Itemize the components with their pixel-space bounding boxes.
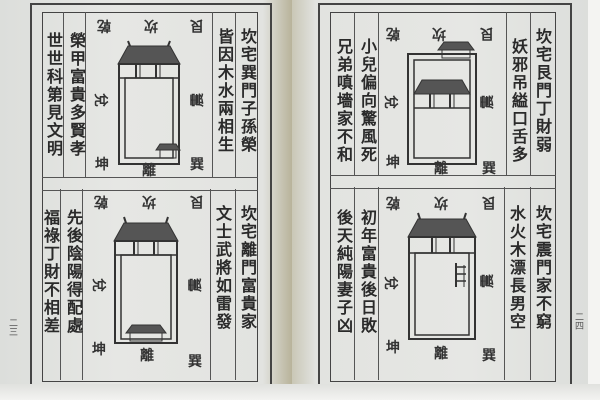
page-number: 二三 (7, 318, 17, 336)
page-number: 二四 (573, 312, 583, 330)
house-diagram-icon (407, 212, 477, 340)
direction-zhen: 震 (480, 95, 496, 109)
direction-xun: 巽 (190, 157, 204, 173)
verse-column: 妖邪吊縊口舌多 (509, 38, 528, 164)
direction-dui: 兌 (382, 276, 398, 290)
left-top-diagram: 坎宅巽門子孫榮 皆因木水兩相生 榮甲富貴多賢孝 世世科第見文明 乾 坎 艮 兌 … (42, 12, 258, 179)
verse-column: 文士武將如雷發 (213, 205, 232, 331)
title-column: 坎宅巽門子孫榮 (238, 28, 257, 154)
direction-kun: 坤 (386, 340, 400, 356)
direction-zhen: 震 (480, 274, 496, 288)
direction-li: 離 (434, 346, 448, 362)
verse-column: 世世科第見文明 (44, 32, 63, 158)
right-bottom-diagram: 坎宅震門家不窮 水火木漂長男空 初年富貴後日敗 後天純陽妻子凶 乾 坎 艮 兌 … (330, 187, 556, 380)
direction-zhen: 震 (188, 278, 204, 292)
left-bottom-diagram: 坎宅離門富貴家 文士武將如雷發 先後陰陽得配處 福祿丁財不相差 乾 坎 艮 兌 … (41, 189, 258, 380)
direction-li: 離 (140, 348, 154, 364)
verse-column: 皆因木水兩相生 (215, 28, 234, 154)
verse-column: 先後陰陽得配處 (64, 209, 83, 335)
right-top-diagram: 坎宅艮門丁財弱 妖邪吊縊口舌多 小兒偏向驚風死 兄弟嗔墻家不和 乾 坎 艮 兌 … (330, 12, 556, 177)
direction-kun: 坤 (95, 157, 109, 173)
direction-dui: 兌 (382, 95, 398, 109)
verse-column: 小兒偏向驚風死 (358, 38, 377, 164)
direction-qian: 乾 (386, 25, 400, 41)
verse-column: 兄弟嗔墻家不和 (334, 38, 353, 164)
verse-column: 後天純陽妻子凶 (334, 209, 353, 335)
title-column: 坎宅震門家不窮 (533, 205, 552, 331)
house-diagram-icon (117, 40, 181, 165)
house-diagram-icon (407, 41, 477, 165)
right-inner-frame (330, 12, 556, 382)
verse-column: 水火木漂長男空 (507, 205, 526, 331)
direction-gen: 艮 (190, 193, 204, 209)
direction-xun: 巽 (482, 348, 496, 364)
direction-gen: 艮 (482, 194, 496, 210)
direction-li: 離 (142, 163, 156, 179)
direction-kan: 坎 (142, 193, 156, 209)
direction-qian: 乾 (97, 17, 111, 33)
direction-qian: 乾 (386, 194, 400, 210)
direction-kan: 坎 (144, 17, 158, 33)
direction-qian: 乾 (94, 193, 108, 209)
direction-xun: 巽 (188, 354, 202, 370)
verse-column: 榮甲富貴多賢孝 (67, 32, 86, 158)
page-bottom-margin (0, 384, 600, 400)
left-divider-band (42, 177, 258, 191)
direction-gen: 艮 (480, 25, 494, 41)
right-divider-band (330, 175, 556, 189)
page-edge (588, 0, 600, 400)
direction-xun: 巽 (482, 161, 496, 177)
direction-gen: 艮 (190, 17, 204, 33)
title-column: 坎宅艮門丁財弱 (533, 28, 552, 154)
left-inner-frame (42, 12, 258, 382)
title-column: 坎宅離門富貴家 (238, 205, 257, 331)
verse-column: 初年富貴後日敗 (358, 209, 377, 335)
direction-kun: 坤 (386, 155, 400, 171)
direction-kun: 坤 (92, 342, 106, 358)
verse-column: 福祿丁財不相差 (41, 209, 60, 335)
house-diagram-icon (113, 216, 179, 344)
direction-dui: 兌 (92, 93, 108, 107)
right-page (292, 0, 588, 400)
direction-zhen: 震 (190, 93, 206, 107)
direction-dui: 兌 (90, 278, 106, 292)
